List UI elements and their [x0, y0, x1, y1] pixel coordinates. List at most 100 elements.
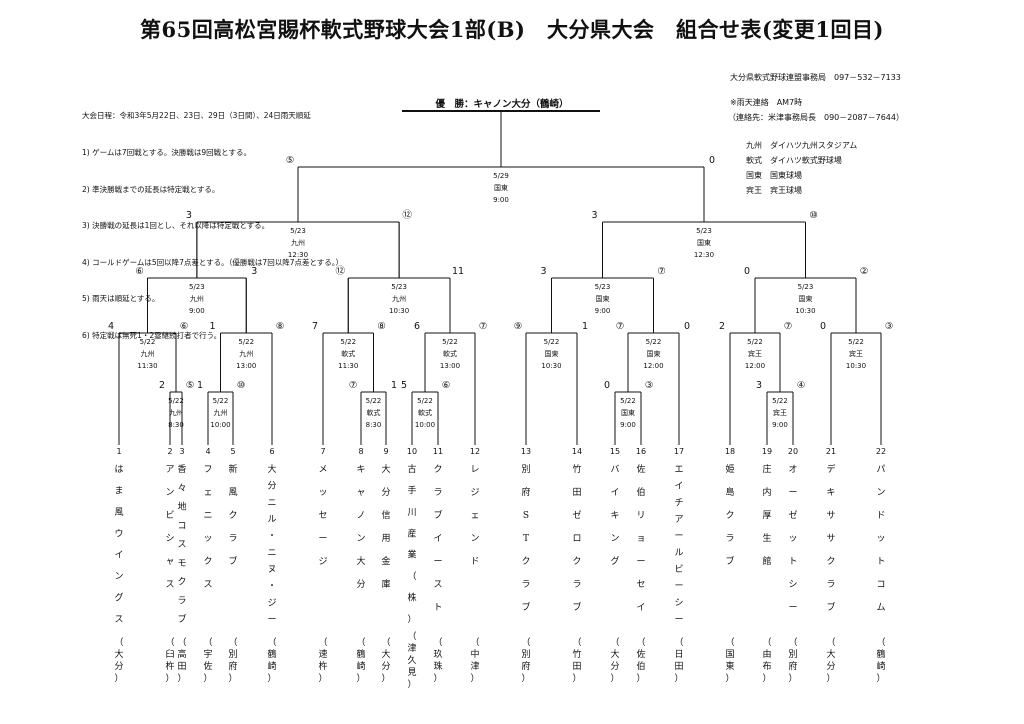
team-area-char: ） — [165, 673, 174, 684]
team-name-char: ラ — [521, 579, 530, 590]
team-name-char: ー — [636, 557, 645, 567]
team-area-char: ） — [228, 673, 237, 684]
team-name-char: ト — [788, 557, 797, 567]
team-name-char: オ — [788, 464, 797, 475]
game-venue: 九州 — [392, 294, 406, 303]
team-name-char: ッ — [318, 488, 327, 498]
team-area-char: ） — [762, 673, 771, 684]
team-area-char: （ — [470, 637, 479, 648]
team-name-char: 金 — [381, 555, 390, 567]
rule-line: 4) コールドゲームは5回以降7点差とする。（優勝戦は7回以降7点差とする。） — [82, 257, 343, 267]
team-name-char: ャ — [356, 488, 365, 498]
game-venue: 軟式 — [341, 349, 355, 358]
team-name-char: グ — [610, 555, 619, 567]
score-right: 11 — [452, 266, 464, 277]
team-name-char: ー — [674, 615, 683, 625]
team-area-char: 杵 — [165, 660, 174, 672]
team-name-char: 地 — [177, 501, 186, 513]
team-name-char: ク — [572, 556, 581, 567]
rule-line: 6) 特定戦は無死1・2塁継続打者で行う。 — [82, 331, 222, 341]
team-name-char: 府 — [521, 486, 530, 498]
team-name-char: ッ — [876, 534, 885, 544]
game-venue: 国東 — [647, 349, 661, 358]
team-area-char: 大 — [381, 648, 390, 660]
score-left: 1 — [209, 321, 215, 332]
team-area-char: 国 — [725, 649, 734, 660]
team-area-char: ） — [876, 673, 885, 684]
team-area-char: 臼 — [165, 648, 174, 660]
team-number: 12 — [470, 447, 480, 456]
team-area-char: ） — [177, 673, 186, 684]
team-name-char: 分 — [267, 481, 276, 492]
score-right: ⑥ — [180, 321, 189, 332]
score-right: ⑧ — [377, 321, 386, 332]
team-area-char: ） — [114, 673, 123, 684]
team-name-char: ン — [876, 488, 885, 498]
game-venue: 国東 — [596, 294, 610, 303]
team-area-char: （ — [725, 637, 734, 648]
team-number: 5 — [230, 447, 235, 456]
team-name-char: ェ — [203, 488, 212, 498]
team-name-char: ラ — [433, 487, 442, 498]
page-title: 第65回高松宮賜杯軟式野球大会1部(B) 大分県大会 組合せ表(変更1回目) — [140, 17, 884, 42]
team-name-char: 大 — [381, 463, 390, 475]
team-area-char: 崎 — [356, 660, 365, 672]
team-name-char: 分 — [356, 579, 365, 590]
team-name-char: ー — [318, 534, 327, 544]
team-name-char: キ — [826, 488, 835, 498]
team-name-char: ブ — [826, 601, 835, 613]
team-name-char: 川 — [407, 508, 416, 518]
game-date: 5/22 — [168, 397, 184, 405]
rule-line: 1) ゲームは7回戦とする。決勝戦は9回戦とする。 — [82, 148, 251, 158]
team-name-char: ク — [177, 577, 186, 588]
game-time: 8:30 — [168, 421, 184, 429]
team-name-char: ビ — [674, 564, 683, 575]
team-name-char: 株 — [407, 592, 416, 604]
team-name-char: ア — [165, 465, 174, 475]
team-name-char: ー — [788, 488, 797, 498]
team-number: 10 — [407, 447, 417, 456]
team-area-char: 東 — [725, 660, 734, 672]
team-number: 17 — [674, 447, 684, 456]
team-name-char: 用 — [381, 533, 390, 544]
team-area-char: 分 — [826, 661, 835, 672]
team-name-char: ー — [433, 557, 442, 567]
team-area-char: 竹 — [572, 648, 581, 660]
team-name-char: ラ — [177, 595, 186, 606]
team-name-char: 風 — [114, 507, 123, 518]
team-name-char: 信 — [381, 509, 390, 521]
score-right: 1 — [582, 321, 588, 332]
team-name-char: ラ — [572, 579, 581, 590]
team-name-char: T — [523, 534, 529, 544]
venue-line: 九州 ダイハツ九州スタジアム — [746, 141, 858, 150]
venue-line: 軟式 ダイハツ軟式野球場 — [746, 156, 842, 165]
team-name-char: 佐 — [636, 463, 645, 475]
game-time: 10:00 — [415, 421, 435, 429]
team-area-char: 鶴 — [267, 648, 276, 660]
team-name-char: 竹 — [572, 463, 581, 475]
score-left: 3 — [756, 380, 762, 391]
game-time: 8:30 — [366, 421, 382, 429]
team-area-char: （ — [381, 637, 390, 648]
team-name-char: モ — [177, 559, 186, 569]
team-area-char: （ — [433, 637, 442, 648]
game-time: 13:00 — [236, 362, 256, 370]
game-venue: 九州 — [291, 238, 305, 247]
team-name-char: デ — [826, 463, 835, 475]
team-number: 18 — [725, 447, 735, 456]
game-venue: 国東 — [545, 349, 559, 358]
team-area-char: （ — [521, 637, 530, 648]
game-time: 10:30 — [795, 307, 815, 315]
score-left: 0 — [744, 266, 750, 277]
game-date: 5/22 — [140, 338, 156, 346]
game-time: 12:00 — [745, 362, 765, 370]
team-name-char: ッ — [203, 534, 212, 544]
team-name-char: ー — [674, 582, 683, 592]
score-left: 3 — [591, 210, 597, 221]
game-time: 12:30 — [288, 251, 308, 259]
team-number: 1 — [116, 447, 121, 456]
score-right: 1 — [391, 380, 397, 391]
team-number: 8 — [358, 447, 363, 456]
game-date: 5/23 — [189, 283, 205, 291]
team-name-char: シ — [165, 534, 174, 544]
